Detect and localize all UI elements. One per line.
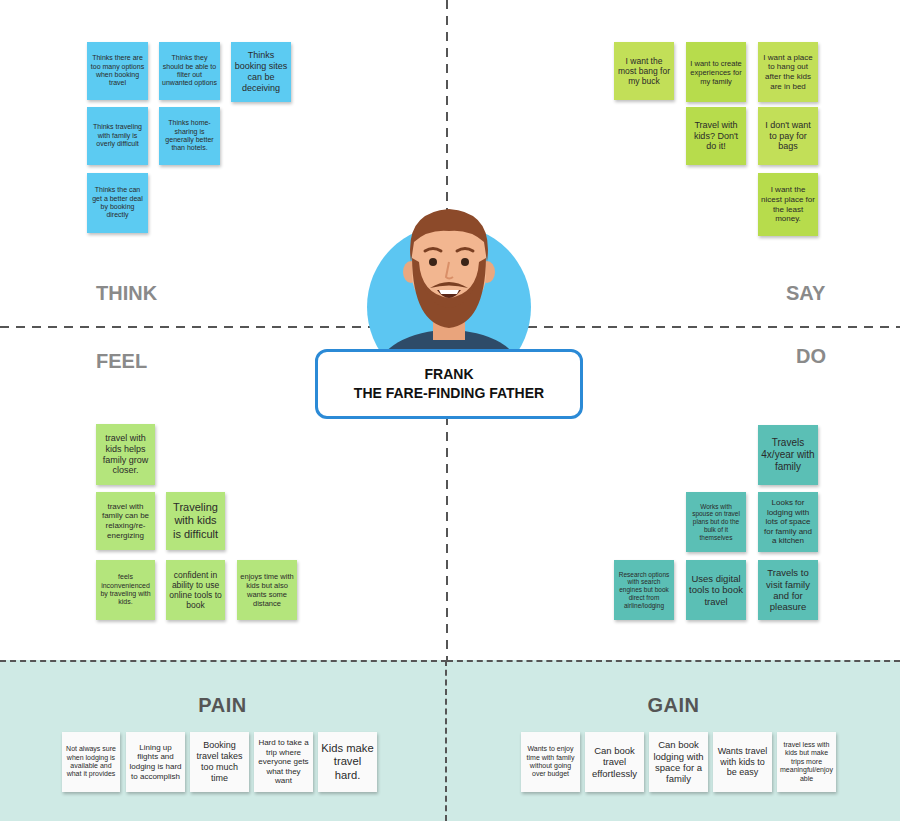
band-heading: PAIN [0, 694, 445, 717]
note-text: enjoys time with kids but also wants som… [240, 572, 294, 608]
sticky-note: Lining up flights and lodging is hard to… [126, 732, 185, 792]
pain-gain-band: PAIN Not always sure when lodging is avai… [0, 660, 447, 821]
note-text: I want the nicest place for the least mo… [761, 185, 815, 223]
sticky-note: I want the nicest place for the least mo… [758, 173, 818, 236]
quadrant-label: FEEL [96, 350, 147, 373]
sticky-note: Hard to take a trip where everyone gets … [254, 732, 313, 792]
sticky-note: I don't want to pay for bags [758, 107, 818, 165]
quadrant-label: DO [796, 345, 826, 368]
sticky-note: I want the most bang for my buck [614, 42, 674, 100]
note-text: Thinks they should be able to filter out… [162, 54, 217, 88]
sticky-note: I want to create experiences for my fami… [686, 42, 746, 102]
sticky-note: Uses digital tools to book travel [686, 560, 746, 620]
sticky-note: Thinks home-sharing is generally better … [159, 107, 220, 165]
note-text: Wants to enjoy time with family without … [524, 745, 577, 779]
sticky-note: confident in ability to use online tools… [166, 560, 225, 620]
quadrant-label: THINK [96, 282, 157, 305]
sticky-note: Looks for lodging with lots of space for… [758, 492, 818, 552]
band-heading: GAIN [447, 694, 900, 717]
sticky-note: Thinks booking sites can be deceiving [231, 42, 291, 102]
note-text: Uses digital tools to book travel [689, 573, 743, 607]
note-text: Can book lodging with space for a family [652, 739, 705, 785]
note-text: Thinks booking sites can be deceiving [234, 50, 288, 93]
sticky-note: Can book lodging with space for a family [649, 732, 708, 792]
sticky-note: travel with kids helps family grow close… [96, 424, 155, 485]
sticky-note: Travels 4x/year with family [758, 425, 818, 485]
note-text: Travels to visit family and for pleasure [761, 567, 815, 613]
sticky-note: Research options with search engines but… [614, 560, 674, 620]
note-text: Thinks home-sharing is generally better … [162, 119, 217, 153]
sticky-note: Not always sure when lodging is availabl… [62, 732, 120, 792]
note-text: Works with spouse on travel plans but do… [689, 503, 743, 542]
note-text: Traveling with kids is difficult [169, 501, 222, 541]
note-text: Can book travel effortlessly [588, 745, 641, 779]
note-text: I don't want to pay for bags [761, 120, 815, 152]
persona-name-box: FRANKTHE FARE-FINDING FATHER [315, 349, 583, 419]
quadrant-label: SAY [786, 282, 825, 305]
note-text: Travel with kids? Don't do it! [689, 120, 743, 152]
note-text: travel with family can be relaxing/re-en… [99, 502, 152, 540]
note-text: Not always sure when lodging is availabl… [65, 745, 117, 779]
sticky-note: enjoys time with kids but also wants som… [237, 560, 297, 620]
note-text: Looks for lodging with lots of space for… [761, 498, 815, 546]
sticky-note: Wants travel with kids to be easy [713, 732, 772, 792]
note-text: feels inconvenienced by traveling with k… [99, 573, 152, 607]
sticky-note: Traveling with kids is difficult [166, 492, 225, 550]
note-text: Kids make travel hard. [321, 742, 374, 782]
sticky-note: Wants to enjoy time with family without … [521, 732, 580, 792]
sticky-note: Thinks the can get a better deal by book… [87, 173, 148, 233]
note-text: Wants travel with kids to be easy [716, 746, 769, 778]
note-text: Hard to take a trip where everyone gets … [257, 738, 310, 786]
pain-gain-band: GAIN Wants to enjoy time with family with… [447, 660, 900, 821]
note-text: I want to create experiences for my fami… [689, 59, 743, 86]
sticky-note: Can book travel effortlessly [585, 732, 644, 792]
note-text: Research options with search engines but… [617, 571, 671, 610]
note-text: I want a place to hang out after the kid… [761, 53, 815, 91]
sticky-note: travel with family can be relaxing/re-en… [96, 492, 155, 550]
persona-name: FRANK [425, 365, 474, 384]
sticky-note: Thinks there are too many options when b… [87, 42, 148, 100]
sticky-note: Thinks they should be able to filter out… [159, 42, 220, 100]
sticky-note: travel less with kids but make trips mor… [777, 732, 836, 792]
sticky-note: Travel with kids? Don't do it! [686, 107, 746, 165]
note-text: confident in ability to use online tools… [169, 570, 222, 611]
sticky-note: Travels to visit family and for pleasure [758, 560, 818, 620]
sticky-note: Works with spouse on travel plans but do… [686, 492, 746, 552]
note-text: I want the most bang for my buck [617, 56, 671, 87]
note-text: Lining up flights and lodging is hard to… [129, 743, 182, 781]
persona-name: THE FARE-FINDING FATHER [354, 384, 544, 403]
sticky-note: I want a place to hang out after the kid… [758, 42, 818, 102]
note-text: Booking travel takes too much time [193, 740, 246, 783]
note-text: Thinks there are too many options when b… [90, 54, 145, 88]
note-text: Thinks the can get a better deal by book… [90, 186, 145, 220]
note-text: Travels 4x/year with family [761, 437, 815, 473]
sticky-note: feels inconvenienced by traveling with k… [96, 560, 155, 620]
sticky-note: Booking travel takes too much time [190, 732, 249, 792]
sticky-note: Kids make travel hard. [318, 732, 377, 792]
sticky-note: Thinks traveling with family is overly d… [87, 107, 148, 165]
note-text: travel with kids helps family grow close… [99, 433, 152, 476]
note-text: Thinks traveling with family is overly d… [90, 123, 145, 148]
note-text: travel less with kids but make trips mor… [780, 741, 833, 783]
